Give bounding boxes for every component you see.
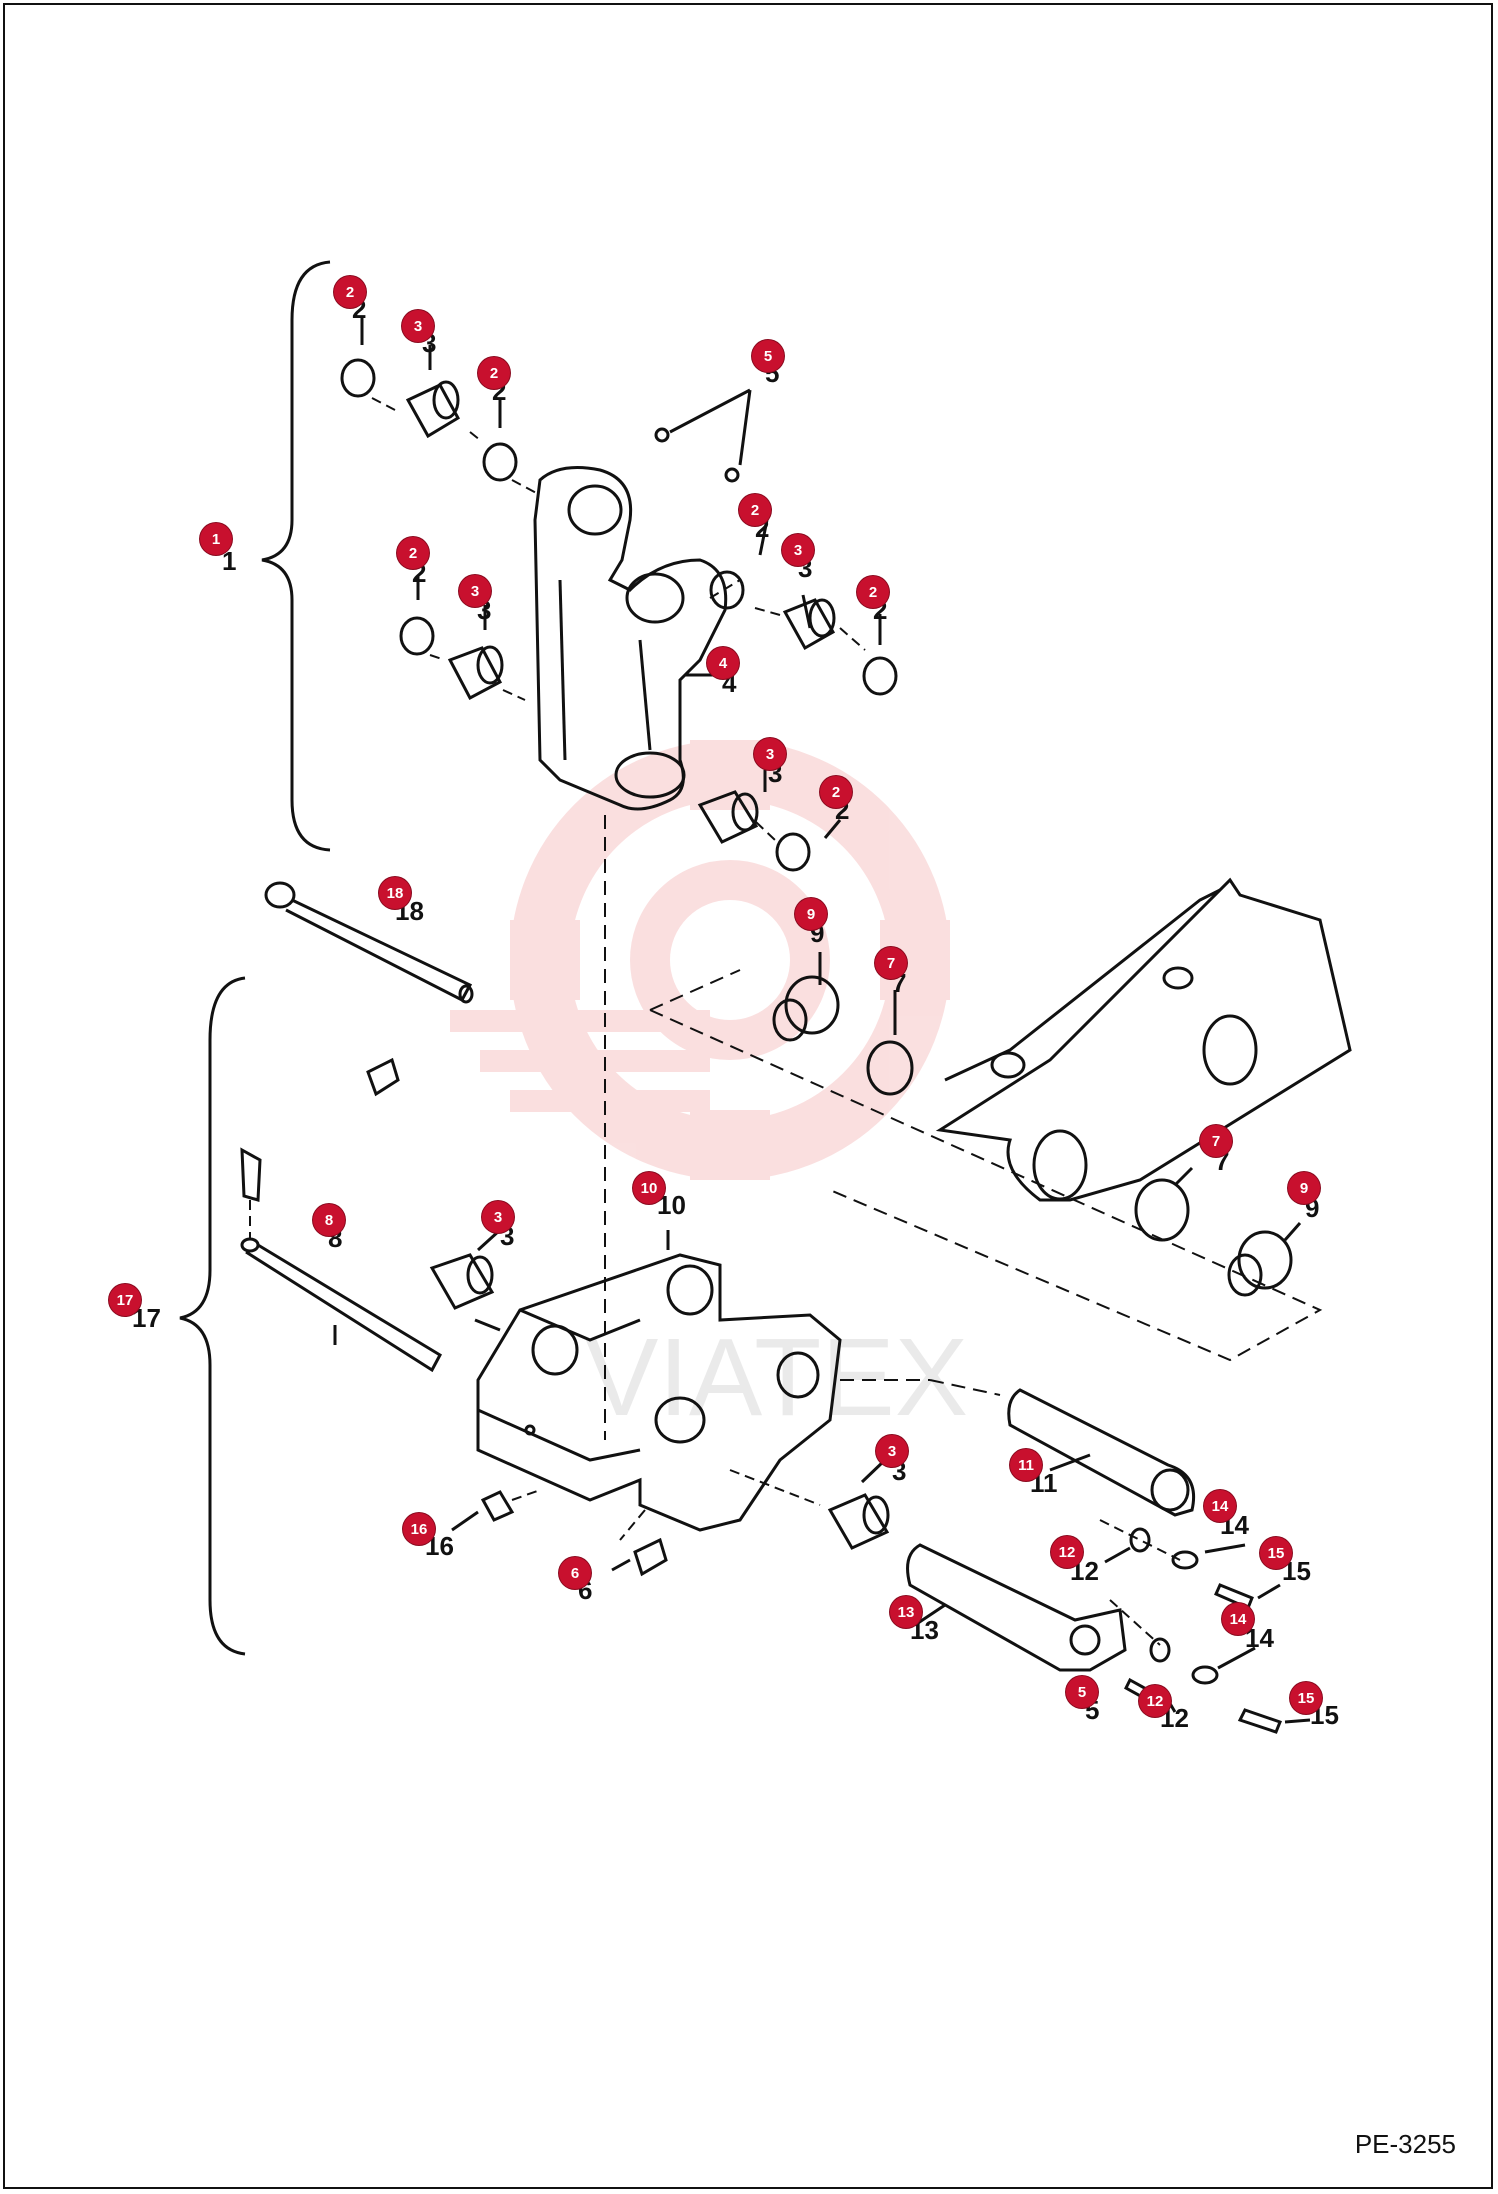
- callout-3[interactable]: 3: [402, 310, 434, 342]
- callout-3[interactable]: 3: [482, 1201, 514, 1233]
- callout-2[interactable]: 2: [397, 537, 429, 569]
- coupler-frame-part-10: [476, 1253, 842, 1532]
- callout-3[interactable]: 3: [876, 1435, 908, 1467]
- o-ring: [482, 442, 518, 482]
- lock-piece: [240, 1147, 262, 1202]
- grease-fitting: [654, 427, 670, 443]
- pin-part-11: [1007, 1388, 1195, 1517]
- o-ring: [399, 616, 435, 656]
- callout-12[interactable]: 12: [1051, 1536, 1083, 1568]
- o-ring: [775, 832, 811, 872]
- bushing: [827, 1493, 890, 1550]
- bushing: [447, 645, 504, 701]
- page-border: [3, 3, 1493, 2189]
- callout-2[interactable]: 2: [334, 276, 366, 308]
- washer-part-14: [1191, 1665, 1219, 1685]
- callout-6[interactable]: 6: [559, 1557, 591, 1589]
- callout-15[interactable]: 15: [1290, 1682, 1322, 1714]
- callout-7[interactable]: 7: [1200, 1125, 1232, 1157]
- callout-16[interactable]: 16: [403, 1513, 435, 1545]
- callout-15[interactable]: 15: [1260, 1537, 1292, 1569]
- callout-10[interactable]: 10: [633, 1172, 665, 1204]
- callout-3[interactable]: 3: [459, 575, 491, 607]
- bushing: [697, 790, 759, 844]
- callout-5[interactable]: 5: [752, 340, 784, 372]
- page-code: PE-3255: [1354, 2129, 1456, 2159]
- callout-12[interactable]: 12: [1139, 1685, 1171, 1717]
- plug-part-16: [480, 1490, 515, 1522]
- link-part-4: [533, 466, 728, 811]
- callout-11[interactable]: 11: [1010, 1449, 1042, 1481]
- bolt-part-15: [1237, 1708, 1282, 1734]
- group-1-brace: [261, 260, 331, 852]
- lock-piece-part-6: [633, 1537, 668, 1577]
- pin-part-8: [240, 1237, 442, 1373]
- washer-part-14: [1171, 1550, 1199, 1570]
- lock-piece: [366, 1057, 400, 1097]
- callout-1[interactable]: 1: [200, 523, 232, 555]
- bushing: [405, 380, 461, 439]
- retaining-ring-part-12: [1129, 1527, 1151, 1553]
- bushing: [429, 1253, 495, 1310]
- watermark-text: VIATEX: [585, 1316, 968, 1439]
- callout-3[interactable]: 3: [782, 534, 814, 566]
- callout-14[interactable]: 14: [1222, 1603, 1254, 1635]
- callout-4[interactable]: 4: [707, 647, 739, 679]
- callout-17[interactable]: 17: [109, 1284, 141, 1316]
- thrust-washer-part-9: [1227, 1230, 1293, 1297]
- callout-2[interactable]: 2: [820, 776, 852, 808]
- thrust-washer-part-9: [772, 975, 840, 1042]
- callout-3[interactable]: 3: [754, 738, 786, 770]
- arm-section: [935, 877, 1352, 1202]
- grease-fitting: [724, 467, 740, 483]
- callout-2[interactable]: 2: [478, 357, 510, 389]
- o-ring: [340, 358, 376, 398]
- pin-part-18: [264, 881, 474, 1004]
- callout-13[interactable]: 13: [890, 1596, 922, 1628]
- callout-5[interactable]: 5: [1066, 1676, 1098, 1708]
- o-ring: [709, 570, 745, 610]
- callout-18[interactable]: 18: [379, 877, 411, 909]
- group-17-brace: [179, 976, 246, 1656]
- callout-2[interactable]: 2: [857, 576, 889, 608]
- retaining-ring-part-12: [1149, 1637, 1171, 1663]
- pin-part-13: [906, 1543, 1127, 1672]
- o-ring: [866, 1040, 914, 1096]
- part-label-1: 1: [222, 546, 237, 576]
- o-ring: [862, 656, 898, 696]
- callout-8[interactable]: 8: [313, 1204, 345, 1236]
- callout-2[interactable]: 2: [739, 494, 771, 526]
- callout-9[interactable]: 9: [1288, 1172, 1320, 1204]
- callout-7[interactable]: 7: [875, 947, 907, 979]
- callout-9[interactable]: 9: [795, 898, 827, 930]
- callout-14[interactable]: 14: [1204, 1490, 1236, 1522]
